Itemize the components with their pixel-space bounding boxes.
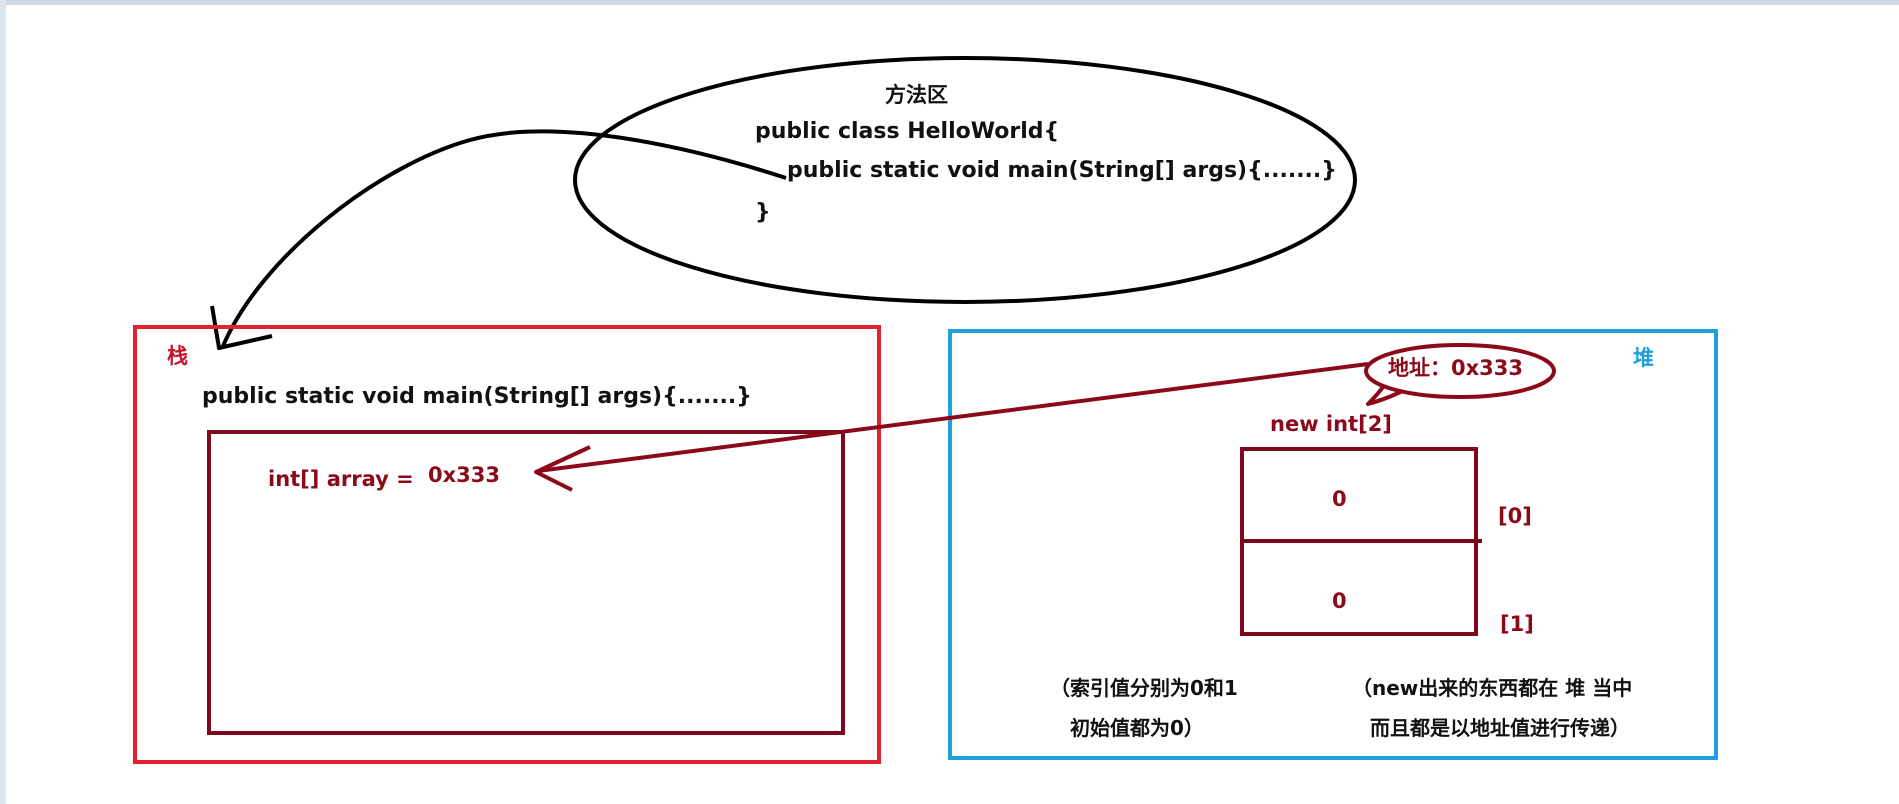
array-cell-1-value: 0 [1332, 589, 1347, 613]
array-variable-value: 0x333 [428, 463, 500, 487]
stack-title: 栈 [167, 344, 188, 368]
array-cell-0-value: 0 [1332, 487, 1347, 511]
array-variable-label: int[] array = [268, 467, 414, 491]
stack-method-line: public static void main(String[] args){.… [202, 384, 752, 409]
class-closing-brace: } [755, 200, 771, 225]
invoke-arrow-line [221, 129, 787, 347]
note-heap-line-2: 而且都是以地址值进行传递） [1370, 716, 1630, 740]
array-index-0: [0] [1498, 504, 1532, 528]
note-heap-line-1: （new出来的东西都在 堆 当中 [1352, 676, 1633, 700]
method-area-ellipse [573, 56, 1357, 304]
main-method-frame [207, 430, 845, 735]
note-index-line-1: （索引值分别为0和1 [1050, 676, 1238, 700]
class-declaration: public class HelloWorld{ [755, 119, 1060, 144]
stack-box [133, 325, 881, 764]
window-left-edge [0, 0, 6, 804]
method-area-title: 方法区 [885, 83, 948, 107]
heap-box [948, 329, 1718, 760]
main-method-declaration: public static void main(String[] args){.… [787, 158, 1337, 183]
new-array-expression: new int[2] [1270, 412, 1392, 436]
heap-address: 地址：0x333 [1388, 356, 1523, 380]
array-index-1: [1] [1500, 612, 1534, 636]
note-index-line-2: 初始值都为0） [1070, 716, 1204, 740]
window-top-edge [0, 0, 1899, 5]
address-bubble [1364, 343, 1556, 399]
invoke-arrow-head [210, 305, 273, 350]
heap-title: 堆 [1633, 346, 1654, 370]
reference-arrow-head [534, 445, 591, 492]
reference-arrow-line [537, 362, 1369, 473]
